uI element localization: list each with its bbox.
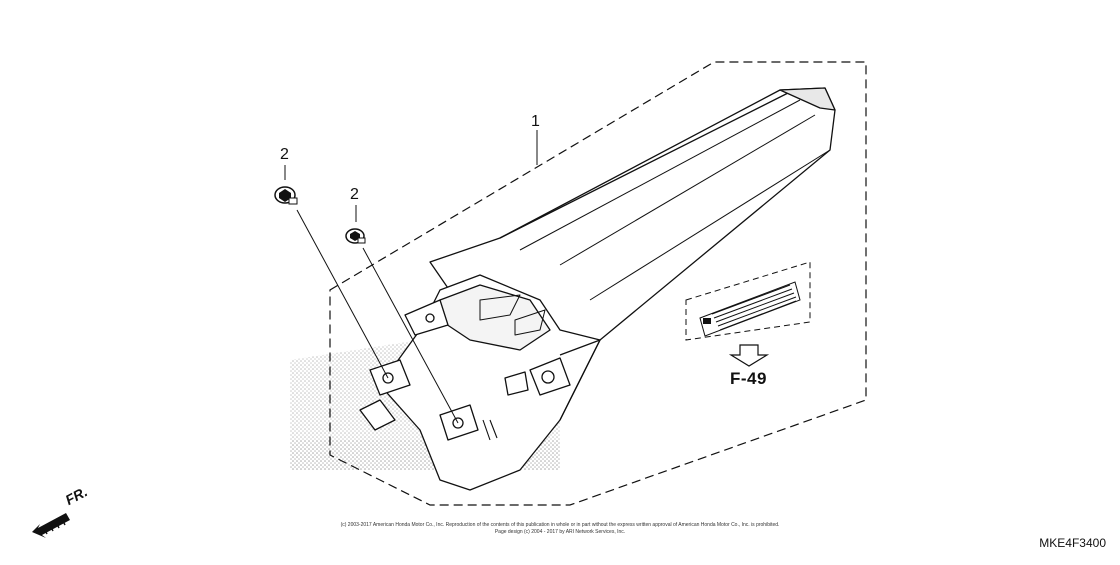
callout-part-2b[interactable]: 2 — [350, 186, 359, 203]
copyright-line-2: Page design (c) 2004 - 2017 by ARI Netwo… — [494, 529, 626, 535]
reference-label[interactable]: F-49 — [730, 369, 767, 388]
bolt-2a-install-line — [296, 209, 389, 379]
bolt-2b-install-line — [362, 247, 459, 424]
bolt-2a[interactable] — [274, 186, 298, 205]
caution-label-part[interactable] — [685, 261, 811, 341]
copyright-line-1: (c) 2003-2017 American Honda Motor Co., … — [340, 522, 780, 528]
callout-part-2a[interactable]: 2 — [280, 146, 289, 163]
bolt-2b[interactable] — [345, 228, 366, 244]
diagram-code: MKE4F3400 — [1039, 536, 1106, 550]
callout-part-1[interactable]: 1 — [531, 113, 540, 130]
rear-fender[interactable] — [359, 87, 836, 491]
front-arrow-icon — [32, 513, 70, 538]
reference-arrow — [728, 344, 770, 367]
copyright-notice: (c) 2003-2017 American Honda Motor Co., … — [300, 522, 820, 536]
assembly-boundary — [329, 61, 867, 506]
